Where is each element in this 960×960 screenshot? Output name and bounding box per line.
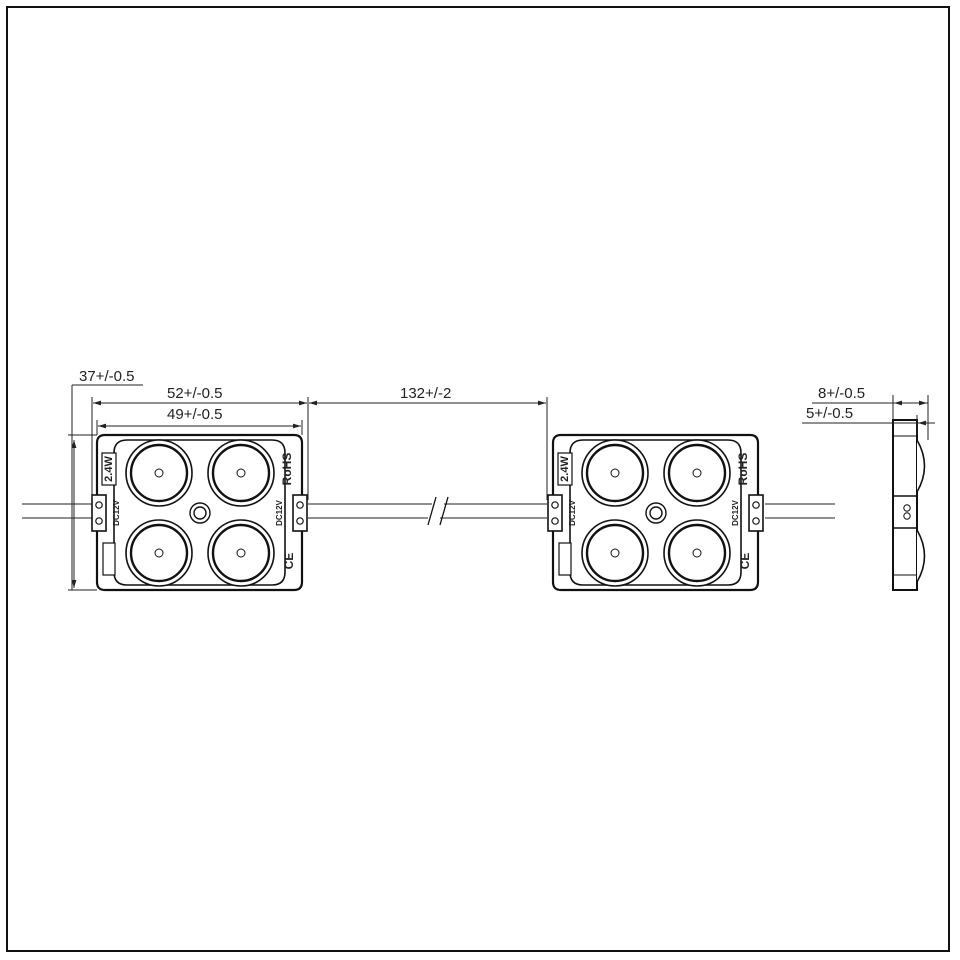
dimension-pitch: 132+/-2 <box>309 385 548 500</box>
svg-text:2.4W: 2.4W <box>103 456 115 482</box>
svg-text:5+/-0.5: 5+/-0.5 <box>806 405 853 422</box>
side-view <box>892 419 926 591</box>
svg-text:DC12V: DC12V <box>112 499 121 525</box>
svg-text:52+/-0.5: 52+/-0.5 <box>167 385 222 402</box>
svg-text:DC12V: DC12V <box>731 499 740 525</box>
cable <box>22 496 835 526</box>
dimension-outer-width: 52+/-0.5 <box>91 385 309 500</box>
dimension-height: 37+/-0.5 <box>68 368 143 591</box>
svg-text:CE: CE <box>282 553 296 570</box>
svg-text:2.4W: 2.4W <box>559 456 571 482</box>
led-module-2: 2.4W RoHS DC12V DC12V CE <box>546 433 765 592</box>
svg-text:DC12V: DC12V <box>568 499 577 525</box>
svg-text:49+/-0.5: 49+/-0.5 <box>167 406 222 423</box>
svg-text:RoHS: RoHS <box>280 453 294 486</box>
svg-text:DC12V: DC12V <box>275 499 284 525</box>
svg-text:CE: CE <box>738 553 752 570</box>
dimension-lens-height: 5+/-0.5 <box>802 405 935 435</box>
drawing-frame <box>6 6 950 952</box>
svg-text:37+/-0.5: 37+/-0.5 <box>79 368 134 385</box>
dimension-thickness: 8+/-0.5 <box>812 385 929 440</box>
led-module-1: 2.4W RoHS DC12V DC12V CE <box>90 433 309 592</box>
svg-text:RoHS: RoHS <box>736 453 750 486</box>
dimension-inner-width: 49+/-0.5 <box>96 406 303 435</box>
svg-text:8+/-0.5: 8+/-0.5 <box>818 385 865 402</box>
svg-text:132+/-2: 132+/-2 <box>400 385 451 402</box>
